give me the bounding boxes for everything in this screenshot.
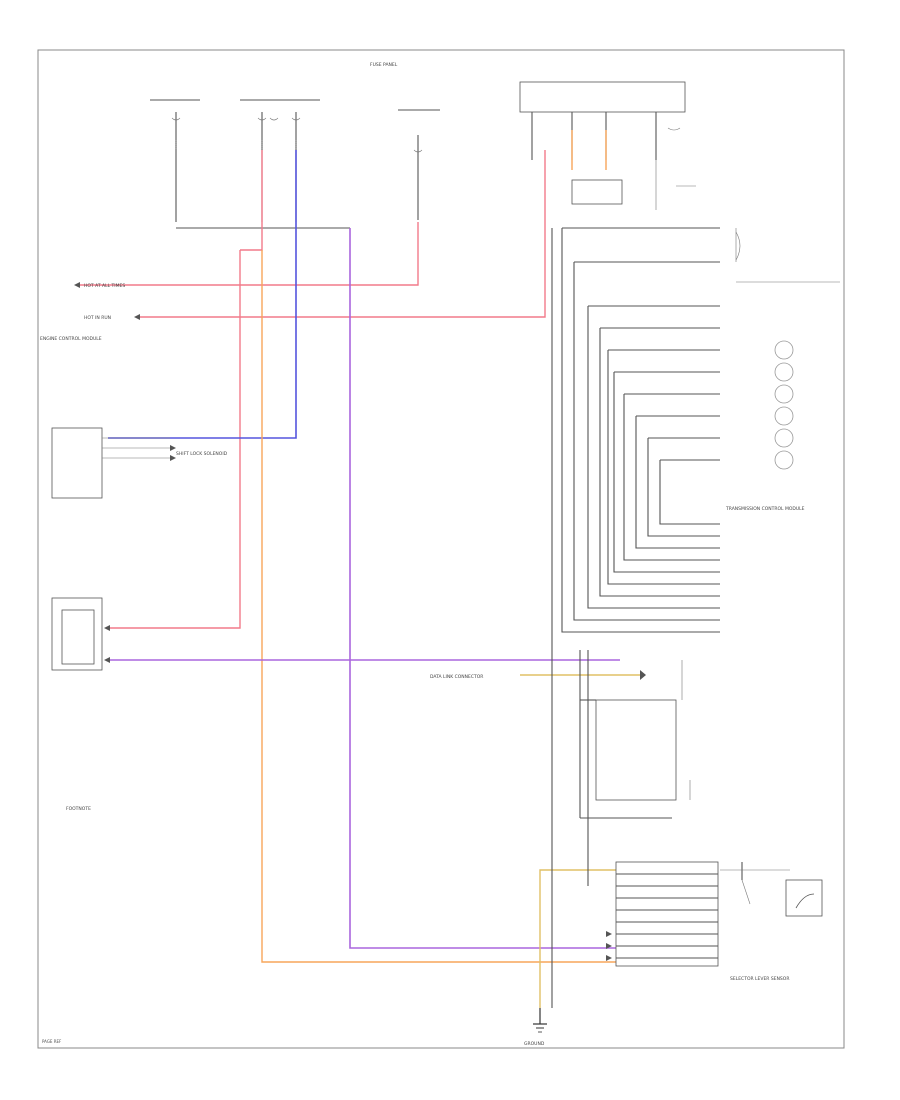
diagram-frame	[37, 49, 845, 1049]
label-footnote: FOOTNOTE	[66, 806, 91, 812]
fuse-group-left	[150, 99, 350, 229]
label-hot-at-all-times: HOT AT ALL TIMES	[84, 283, 125, 289]
connector-left-upper	[51, 427, 176, 499]
selector-lever-sensor	[720, 862, 823, 917]
wire-entry-markers	[74, 282, 140, 663]
label-transmission-control: TRANSMISSION CONTROL MODULE	[725, 506, 805, 512]
purple-wires	[110, 228, 620, 949]
diagram-labels: HOT AT ALL TIMES HOT IN RUN ENGINE CONTR…	[40, 62, 805, 1047]
blue-wires	[108, 150, 297, 439]
module-top-right	[519, 81, 696, 210]
label-shift-lock: SHIFT LOCK SOLENOID	[176, 451, 228, 457]
label-selector-lever-sensor: SELECTOR LEVER SENSOR	[730, 976, 789, 982]
label-ground: GROUND	[524, 1041, 545, 1047]
right-harness	[551, 227, 720, 1008]
connector-left-lower	[51, 597, 103, 671]
label-data-link: DATA LINK CONNECTOR	[430, 674, 483, 680]
label-engine-control: ENGINE CONTROL MODULE	[40, 336, 102, 342]
submodule-right-middle	[579, 650, 691, 819]
fuse-group-center	[398, 109, 440, 220]
red-wires	[80, 150, 546, 629]
switch-bank-right	[735, 228, 840, 470]
label-hot-in-run-left: HOT IN RUN	[84, 315, 111, 321]
orange-wires	[261, 130, 620, 963]
ground-symbol	[533, 1008, 547, 1033]
label-page-ref: PAGE REF	[42, 1039, 62, 1044]
label-fuse-panel: FUSE PANEL	[370, 62, 398, 68]
connector-bottom-right	[587, 650, 719, 967]
